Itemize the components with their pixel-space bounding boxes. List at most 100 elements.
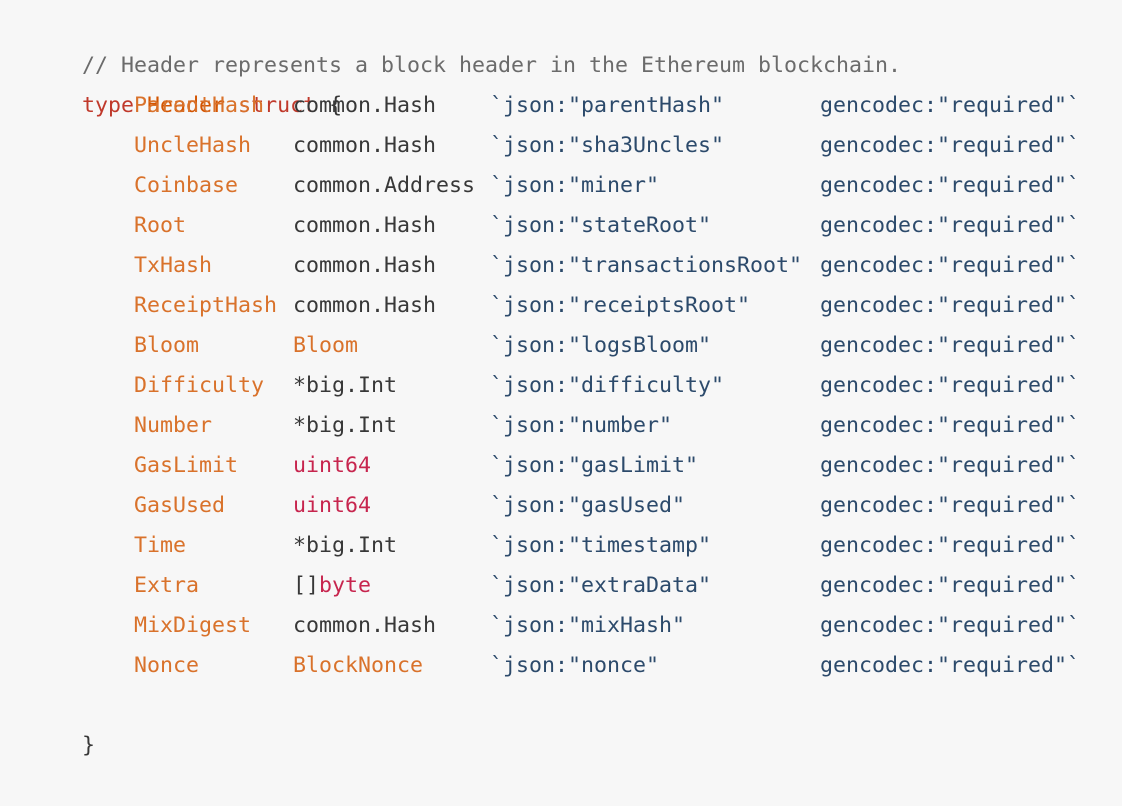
field-json-tag: `json:"receiptsRoot" — [490, 293, 751, 318]
keyword-struct: struct — [238, 93, 317, 118]
struct-declaration-line: type Header struct { — [30, 46, 342, 118]
struct-field-row: ReceiptHash common.Hash `json:"receiptsRoo… — [0, 286, 1122, 326]
field-json-tag: `json:"extraData" — [490, 573, 712, 598]
field-name: Nonce — [134, 653, 200, 678]
keyword-type: type — [82, 93, 135, 118]
field-gencodec-tag: gencodec:"required"` — [820, 533, 1081, 558]
field-name: GasUsed — [134, 493, 226, 518]
field-type-name: *big.Int — [293, 373, 398, 398]
field-gencodec-tag: gencodec:"required"` — [820, 173, 1081, 198]
field-type: *big.Int — [293, 366, 397, 406]
field-type-name: common.Hash — [293, 93, 437, 118]
field-name: ParentHash — [134, 93, 265, 118]
field-gencodec-tag: gencodec:"required"` — [820, 493, 1081, 518]
struct-field-row: Coinbase common.Address `json:"miner" genco… — [0, 166, 1122, 206]
field-name: UncleHash — [134, 133, 252, 158]
field-json-tag: `json:"nonce" — [490, 653, 660, 678]
field-type: common.Hash — [293, 206, 436, 246]
field-type: common.Hash — [293, 246, 436, 286]
field-gencodec-tag: gencodec:"required"` — [820, 333, 1081, 358]
struct-name: Header — [147, 93, 226, 118]
field-json-tag: `json:"logsBloom" — [490, 333, 712, 358]
field-name: ReceiptHash — [134, 293, 278, 318]
field-json-tag: `json:"gasUsed" — [490, 493, 686, 518]
field-name: Extra — [134, 573, 200, 598]
field-type-name: common.Hash — [293, 253, 437, 278]
field-name: Number — [134, 413, 213, 438]
field-type-name: BlockNonce — [293, 653, 424, 678]
field-gencodec-tag: gencodec:"required"` — [820, 373, 1081, 398]
field-type: uint64 — [293, 486, 371, 526]
struct-field-row: ParentHash common.Hash `json:"parentHash" g… — [0, 86, 1122, 126]
field-type: common.Hash — [293, 126, 436, 166]
field-gencodec-tag: gencodec:"required"` — [820, 453, 1081, 478]
field-type-name: common.Hash — [293, 133, 437, 158]
field-type: common.Hash — [293, 86, 436, 126]
field-json-tag: `json:"stateRoot" — [490, 213, 712, 238]
field-type-name: common.Hash — [293, 293, 437, 318]
field-gencodec-tag: gencodec:"required"` — [820, 93, 1081, 118]
field-json-tag: `json:"timestamp" — [490, 533, 712, 558]
struct-field-row: Bloom Bloom `json:"logsBloom" gencodec:"req… — [0, 326, 1122, 366]
field-name: GasLimit — [134, 453, 239, 478]
field-type: common.Address — [293, 166, 475, 206]
struct-field-row: GasLimit uint64 `json:"gasLimit" gencodec:"… — [0, 446, 1122, 486]
field-type: common.Hash — [293, 286, 436, 326]
field-gencodec-tag: gencodec:"required"` — [820, 613, 1081, 638]
field-json-tag: `json:"gasLimit" — [490, 453, 699, 478]
field-gencodec-tag: gencodec:"required"` — [820, 653, 1081, 678]
field-type-name: common.Hash — [293, 213, 437, 238]
struct-field-row: Difficulty*big.Int`json:"difficulty"genc… — [0, 366, 1122, 406]
field-type: *big.Int — [293, 526, 397, 566]
struct-field-row: TxHash common.Hash `json:"transactionsRoot… — [0, 246, 1122, 286]
field-type: BlockNonce — [293, 646, 423, 686]
field-name: Root — [134, 213, 187, 238]
field-type-name: uint64 — [293, 453, 372, 478]
field-name: Coinbase — [134, 173, 239, 198]
code-view: // Header represents a block header in t… — [0, 6, 1122, 758]
field-type: uint64 — [293, 446, 371, 486]
struct-field-row: Number *big.Int `json:"number" gencodec:"re… — [0, 406, 1122, 446]
field-gencodec-tag: gencodec:"required"` — [820, 293, 1081, 318]
open-brace: { — [329, 93, 343, 118]
field-name: MixDigest — [134, 613, 252, 638]
field-type-name: byte — [319, 573, 372, 598]
field-type-prefix: [] — [293, 573, 320, 598]
field-type: *big.Int — [293, 406, 397, 446]
field-type-name: uint64 — [293, 493, 372, 518]
field-json-tag: `json:"difficulty" — [490, 373, 725, 398]
field-type: common.Hash — [293, 606, 436, 646]
field-gencodec-tag: gencodec:"required"` — [820, 133, 1081, 158]
field-type-name: common.Address — [293, 173, 476, 198]
field-name: TxHash — [134, 253, 213, 278]
field-json-tag: `json:"number" — [490, 413, 673, 438]
field-name: Bloom — [134, 333, 200, 358]
struct-field-row: MixDigest common.Hash `json:"mixHash" genco… — [0, 606, 1122, 646]
struct-field-row: GasUsed uint64 `json:"gasUsed" gencodec:"re… — [0, 486, 1122, 526]
field-type: Bloom — [293, 326, 358, 366]
field-json-tag: `json:"parentHash" — [490, 93, 725, 118]
field-type: []byte — [293, 566, 371, 606]
struct-field-row: UncleHash common.Hash `json:"sha3Uncles" ge… — [0, 126, 1122, 166]
field-name: Time — [134, 533, 187, 558]
struct-field-row: Nonce BlockNonce `json:"nonce" gencodec:"re… — [0, 646, 1122, 686]
field-json-tag: `json:"sha3Uncles" — [490, 133, 725, 158]
field-type-name: common.Hash — [293, 613, 437, 638]
field-gencodec-tag: gencodec:"required"` — [820, 213, 1081, 238]
code-comment-line: // Header represents a block header in t… — [30, 6, 901, 78]
field-gencodec-tag: gencodec:"required"` — [820, 413, 1081, 438]
code-comment: // Header represents a block header in t… — [82, 53, 902, 78]
struct-field-row: Time *big.Int `json:"timestamp" gencodec:"r… — [0, 526, 1122, 566]
close-brace: } — [82, 733, 96, 758]
field-gencodec-tag: gencodec:"required"` — [820, 253, 1081, 278]
field-json-tag: `json:"transactionsRoot" — [490, 253, 803, 278]
field-type-name: Bloom — [293, 333, 359, 358]
field-json-tag: `json:"miner" — [490, 173, 660, 198]
field-gencodec-tag: gencodec:"required"` — [820, 573, 1081, 598]
field-type-name: *big.Int — [293, 413, 398, 438]
field-json-tag: `json:"mixHash" — [490, 613, 686, 638]
struct-field-row: Root common.Hash `json:"stateRoot" gencodec… — [0, 206, 1122, 246]
closing-brace-line: } — [30, 686, 95, 758]
field-type-name: *big.Int — [293, 533, 398, 558]
struct-field-row: Extra []byte `json:"extraData" gencodec:"re… — [0, 566, 1122, 606]
